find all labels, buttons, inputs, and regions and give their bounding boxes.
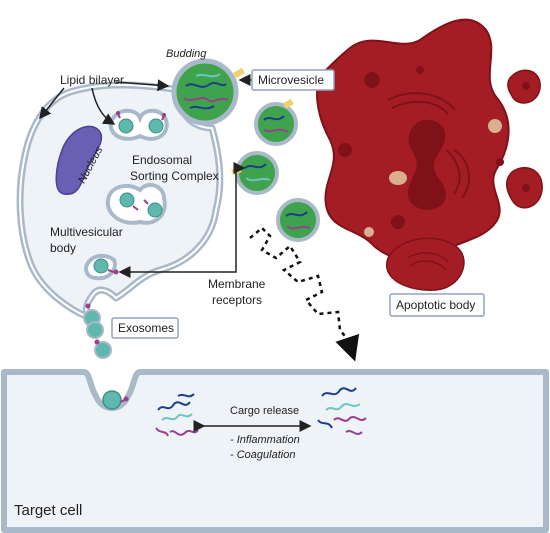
microvesicle-3 — [276, 198, 320, 242]
endosomal-label-line2: Sorting Complex — [130, 169, 219, 183]
membrane-receptors-label-line2: receptors — [212, 293, 262, 307]
apoptotic-path-arrow — [249, 226, 360, 362]
svg-text:Apoptotic body: Apoptotic body — [396, 298, 475, 312]
multivesicular-label-line1: Multivesicular — [50, 225, 123, 239]
apoptotic-body-box: Apoptotic body — [389, 293, 485, 317]
microvesicle-box: Microvesicle — [251, 69, 335, 91]
svg-text:Microvesicle: Microvesicle — [258, 73, 324, 87]
svg-text:Exosomes: Exosomes — [118, 321, 174, 335]
released-exosomes — [83, 303, 112, 359]
membrane-receptors-label-line1: Membrane — [208, 277, 266, 291]
microvesicle-1 — [254, 98, 298, 146]
lipid-bilayer-label: Lipid bilayer — [60, 73, 124, 87]
coagulation-label: - Coagulation — [230, 449, 295, 461]
budding-label: Budding — [166, 48, 207, 60]
endosomal-sorting-vesicles — [108, 108, 169, 141]
free-microvesicles — [231, 98, 320, 242]
apoptotic-nucleus-fragment — [407, 119, 447, 210]
apoptotic-satellite-bottom — [385, 237, 465, 291]
cargo-release-label: Cargo release — [230, 405, 299, 417]
budding-microvesicle — [171, 58, 245, 126]
endosomal-label-line1: Endosomal — [132, 153, 192, 167]
microvesicle-2 — [231, 151, 279, 195]
apoptotic-granule — [488, 119, 502, 133]
source-cell: Nucleus — [16, 58, 245, 322]
target-cell — [1, 369, 549, 533]
inflammation-label: - Inflammation — [230, 434, 300, 446]
multivesicular-vesicles — [83, 182, 167, 281]
target-cell-label: Target cell — [14, 502, 82, 519]
apoptotic-body-cluster — [316, 18, 543, 291]
multivesicular-label-line2: body — [50, 241, 76, 255]
cargo-rna-left — [155, 393, 199, 437]
connector-arrows — [39, 74, 252, 278]
cargo-rna-right — [317, 387, 367, 435]
exosomes-box: Exosomes — [111, 317, 179, 339]
